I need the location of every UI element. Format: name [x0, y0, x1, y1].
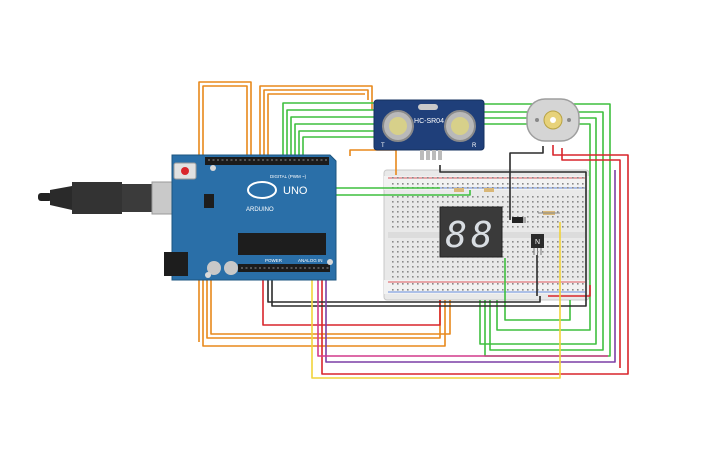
arduino-model: UNO	[283, 185, 308, 197]
seven-segment-display: 88	[439, 206, 503, 258]
dc-motor-icon	[526, 98, 580, 142]
digital-header-label: DIGITAL (PWM ~)	[270, 174, 307, 179]
usb-cable-icon	[38, 181, 175, 215]
sensor-mark-r: R	[472, 143, 477, 149]
transistor-mark: N	[535, 239, 540, 246]
analog-header-pins	[241, 267, 329, 269]
sensor-name: HC-SR04	[414, 118, 444, 125]
ultrasonic-sensor: HC-SR04 T R	[373, 99, 485, 160]
analog-header-label: ANALOG IN	[298, 258, 323, 263]
diode	[512, 217, 526, 223]
sensor-mark-t: T	[381, 143, 385, 149]
digital-header-pins	[208, 159, 327, 161]
power-header-label: POWER	[265, 258, 283, 263]
transistor: N	[531, 234, 544, 255]
resistor	[454, 188, 560, 215]
display-digits: 88	[445, 215, 496, 256]
arduino-brand: ARDUINO	[246, 207, 274, 213]
arduino-uno-board: ARDUINO UNO DIGITAL (PWM ~) POWER ANALOG…	[164, 154, 337, 281]
